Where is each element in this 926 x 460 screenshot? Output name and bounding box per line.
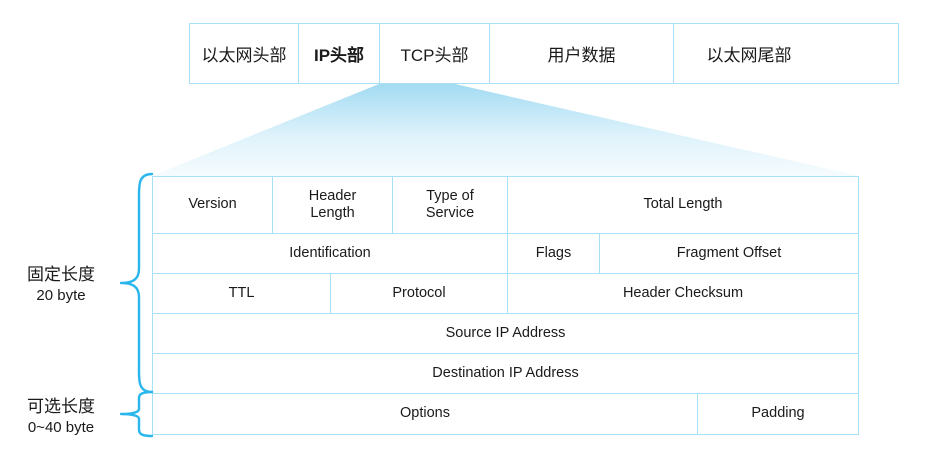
label-optional-length-line1: 可选长度 <box>27 397 95 416</box>
ip-field-options: Options <box>153 394 698 434</box>
ip-field-header-length: Header Length <box>273 177 393 233</box>
ip-field-type-of-service: Type of Service <box>393 177 508 233</box>
ip-field-label: Flags <box>535 244 572 261</box>
ip-header-row: Options Padding <box>153 394 858 434</box>
ip-field-ttl: TTL <box>153 274 331 313</box>
frame-cell-2: TCP头部 <box>380 24 490 83</box>
label-fixed-length: 固定长度 20 byte <box>6 264 116 306</box>
frame-cell-label: TCP头部 <box>400 46 469 65</box>
ip-field-header-checksum: Header Checksum <box>508 274 858 313</box>
frame-cell-4: 以太网尾部 <box>674 24 824 83</box>
ip-field-label: Header Checksum <box>622 284 744 301</box>
frame-cell-1: IP头部 <box>299 24 380 83</box>
frame-cell-label: 以太网头部 <box>201 46 287 65</box>
ip-field-source-ip-address: Source IP Address <box>153 314 858 353</box>
label-fixed-length-line2: 20 byte <box>36 287 86 305</box>
ip-field-label: Padding <box>751 405 805 422</box>
frame-cell-label: 以太网尾部 <box>706 46 792 65</box>
ip-field-fragment-offset: Fragment Offset <box>600 234 858 273</box>
ip-field-label: Type of Service <box>425 187 475 221</box>
ip-field-flags: Flags <box>508 234 600 273</box>
ip-field-label: TTL <box>228 284 255 301</box>
ip-field-label: Header Length <box>308 187 357 221</box>
label-optional-length: 可选长度 0~40 byte <box>6 396 116 438</box>
ip-field-label: Total Length <box>643 196 723 213</box>
ip-field-label: Destination IP Address <box>432 364 579 381</box>
ip-header-row: Destination IP Address <box>153 354 858 394</box>
ip-field-protocol: Protocol <box>331 274 508 313</box>
ip-field-label: Identification <box>289 244 371 261</box>
brace-fixed-length <box>118 172 154 394</box>
ip-field-label: Version <box>188 196 237 213</box>
ip-field-label: Options <box>400 405 450 422</box>
frame-cell-3: 用户数据 <box>490 24 674 83</box>
frame-cell-label: IP头部 <box>313 46 365 65</box>
ip-field-identification: Identification <box>153 234 508 273</box>
ip-field-destination-ip-address: Destination IP Address <box>153 354 858 393</box>
ip-field-label: Fragment Offset <box>676 244 782 261</box>
ip-field-label: Protocol <box>392 284 446 301</box>
ip-field-label: Source IP Address <box>445 324 566 341</box>
frame-cell-label: 用户数据 <box>547 46 616 65</box>
label-fixed-length-line1: 固定长度 <box>27 265 95 284</box>
brace-optional-length <box>118 390 154 438</box>
label-optional-length-line2: 0~40 byte <box>27 419 95 437</box>
ip-header-row: Identification Flags Fragment Offset <box>153 234 858 274</box>
ethernet-frame-bar: 以太网头部 IP头部 TCP头部 用户数据 以太网尾部 <box>189 23 899 84</box>
ip-header-row: TTL Protocol Header Checksum <box>153 274 858 314</box>
ip-field-version: Version <box>153 177 273 233</box>
ip-header-row: Version Header Length Type of Service Total… <box>153 177 858 234</box>
frame-cell-0: 以太网头部 <box>190 24 299 83</box>
ip-header-table: Version Header Length Type of Service Total… <box>152 176 859 435</box>
expansion-funnel <box>152 84 859 176</box>
ip-field-total-length: Total Length <box>508 177 858 233</box>
ip-field-padding: Padding <box>698 394 858 434</box>
ip-header-row: Source IP Address <box>153 314 858 354</box>
